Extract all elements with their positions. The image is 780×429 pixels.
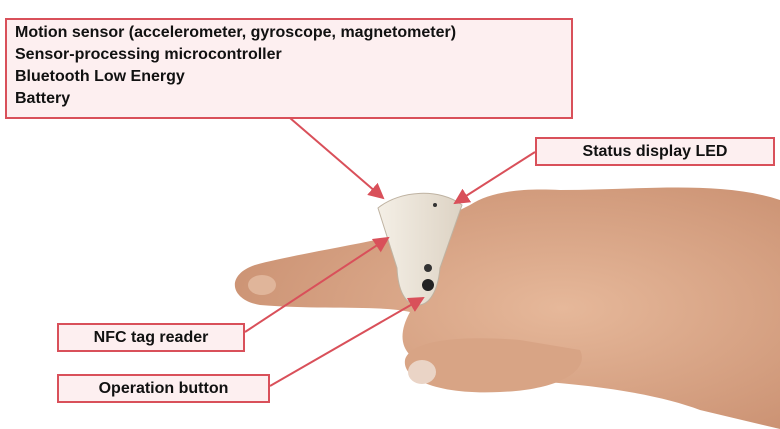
arrow-nfc: [244, 236, 390, 333]
hand: [234, 187, 780, 429]
status-led: [433, 203, 437, 207]
component-battery: Battery: [15, 90, 71, 107]
nfc-reader: [424, 264, 432, 272]
component-motion-sensor: Motion sensor (accelerometer, gyroscope,…: [15, 24, 457, 41]
nfc-label: NFC tag reader: [57, 323, 245, 352]
components-label-box: Motion sensor (accelerometer, gyroscope,…: [5, 18, 573, 119]
arrow-operation-button: [269, 297, 425, 387]
operation-button-hw: [422, 279, 434, 291]
arrow-components: [289, 117, 385, 200]
operation-button-label: Operation button: [57, 374, 270, 403]
status-led-label: Status display LED: [535, 137, 775, 166]
component-microcontroller: Sensor-processing microcontroller: [15, 46, 282, 63]
callout-arrows: [244, 117, 536, 387]
ring-device: [377, 192, 463, 306]
component-ble: Bluetooth Low Energy: [15, 68, 185, 85]
arrow-status-led: [453, 151, 536, 205]
